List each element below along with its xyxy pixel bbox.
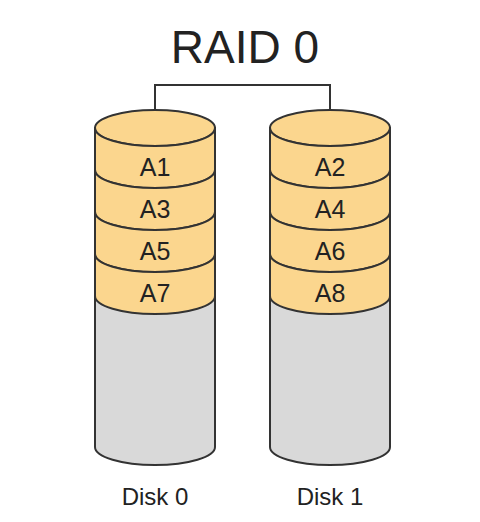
stripe-fill (95, 170, 215, 230)
block-label: A4 (270, 188, 390, 230)
stripe-fill (95, 254, 215, 314)
stripe-block: A6 (270, 230, 390, 272)
block-label: A6 (270, 230, 390, 272)
stripe-fill (270, 128, 390, 188)
stripe-block: A7 (95, 272, 215, 314)
block-label: A7 (95, 272, 215, 314)
block-label: A5 (95, 230, 215, 272)
stripe-block: A8 (270, 272, 390, 314)
cylinder-body (95, 128, 215, 465)
block-label: A1 (95, 146, 215, 188)
stripe-block: A2 (270, 146, 390, 188)
stripe-fill (270, 212, 390, 272)
block-label: A3 (95, 188, 215, 230)
cylinder-body (270, 128, 390, 465)
stripe-block: A3 (95, 188, 215, 230)
disk-cylinder: Disk 0A1A3A5A7 (95, 110, 215, 465)
stripe-fill (95, 128, 215, 188)
disk-label: Disk 1 (250, 483, 410, 511)
stripe-fill (270, 254, 390, 314)
disk-cylinder: Disk 1A2A4A6A8 (270, 110, 390, 465)
stripe-block: A5 (95, 230, 215, 272)
stripe-fill (270, 170, 390, 230)
block-label: A2 (270, 146, 390, 188)
block-label: A8 (270, 272, 390, 314)
disk-label: Disk 0 (75, 483, 235, 511)
diagram-title: RAID 0 (5, 22, 480, 72)
stripe-fill (95, 212, 215, 272)
stripe-block: A1 (95, 146, 215, 188)
connector-line (155, 85, 330, 110)
stripe-block: A4 (270, 188, 390, 230)
